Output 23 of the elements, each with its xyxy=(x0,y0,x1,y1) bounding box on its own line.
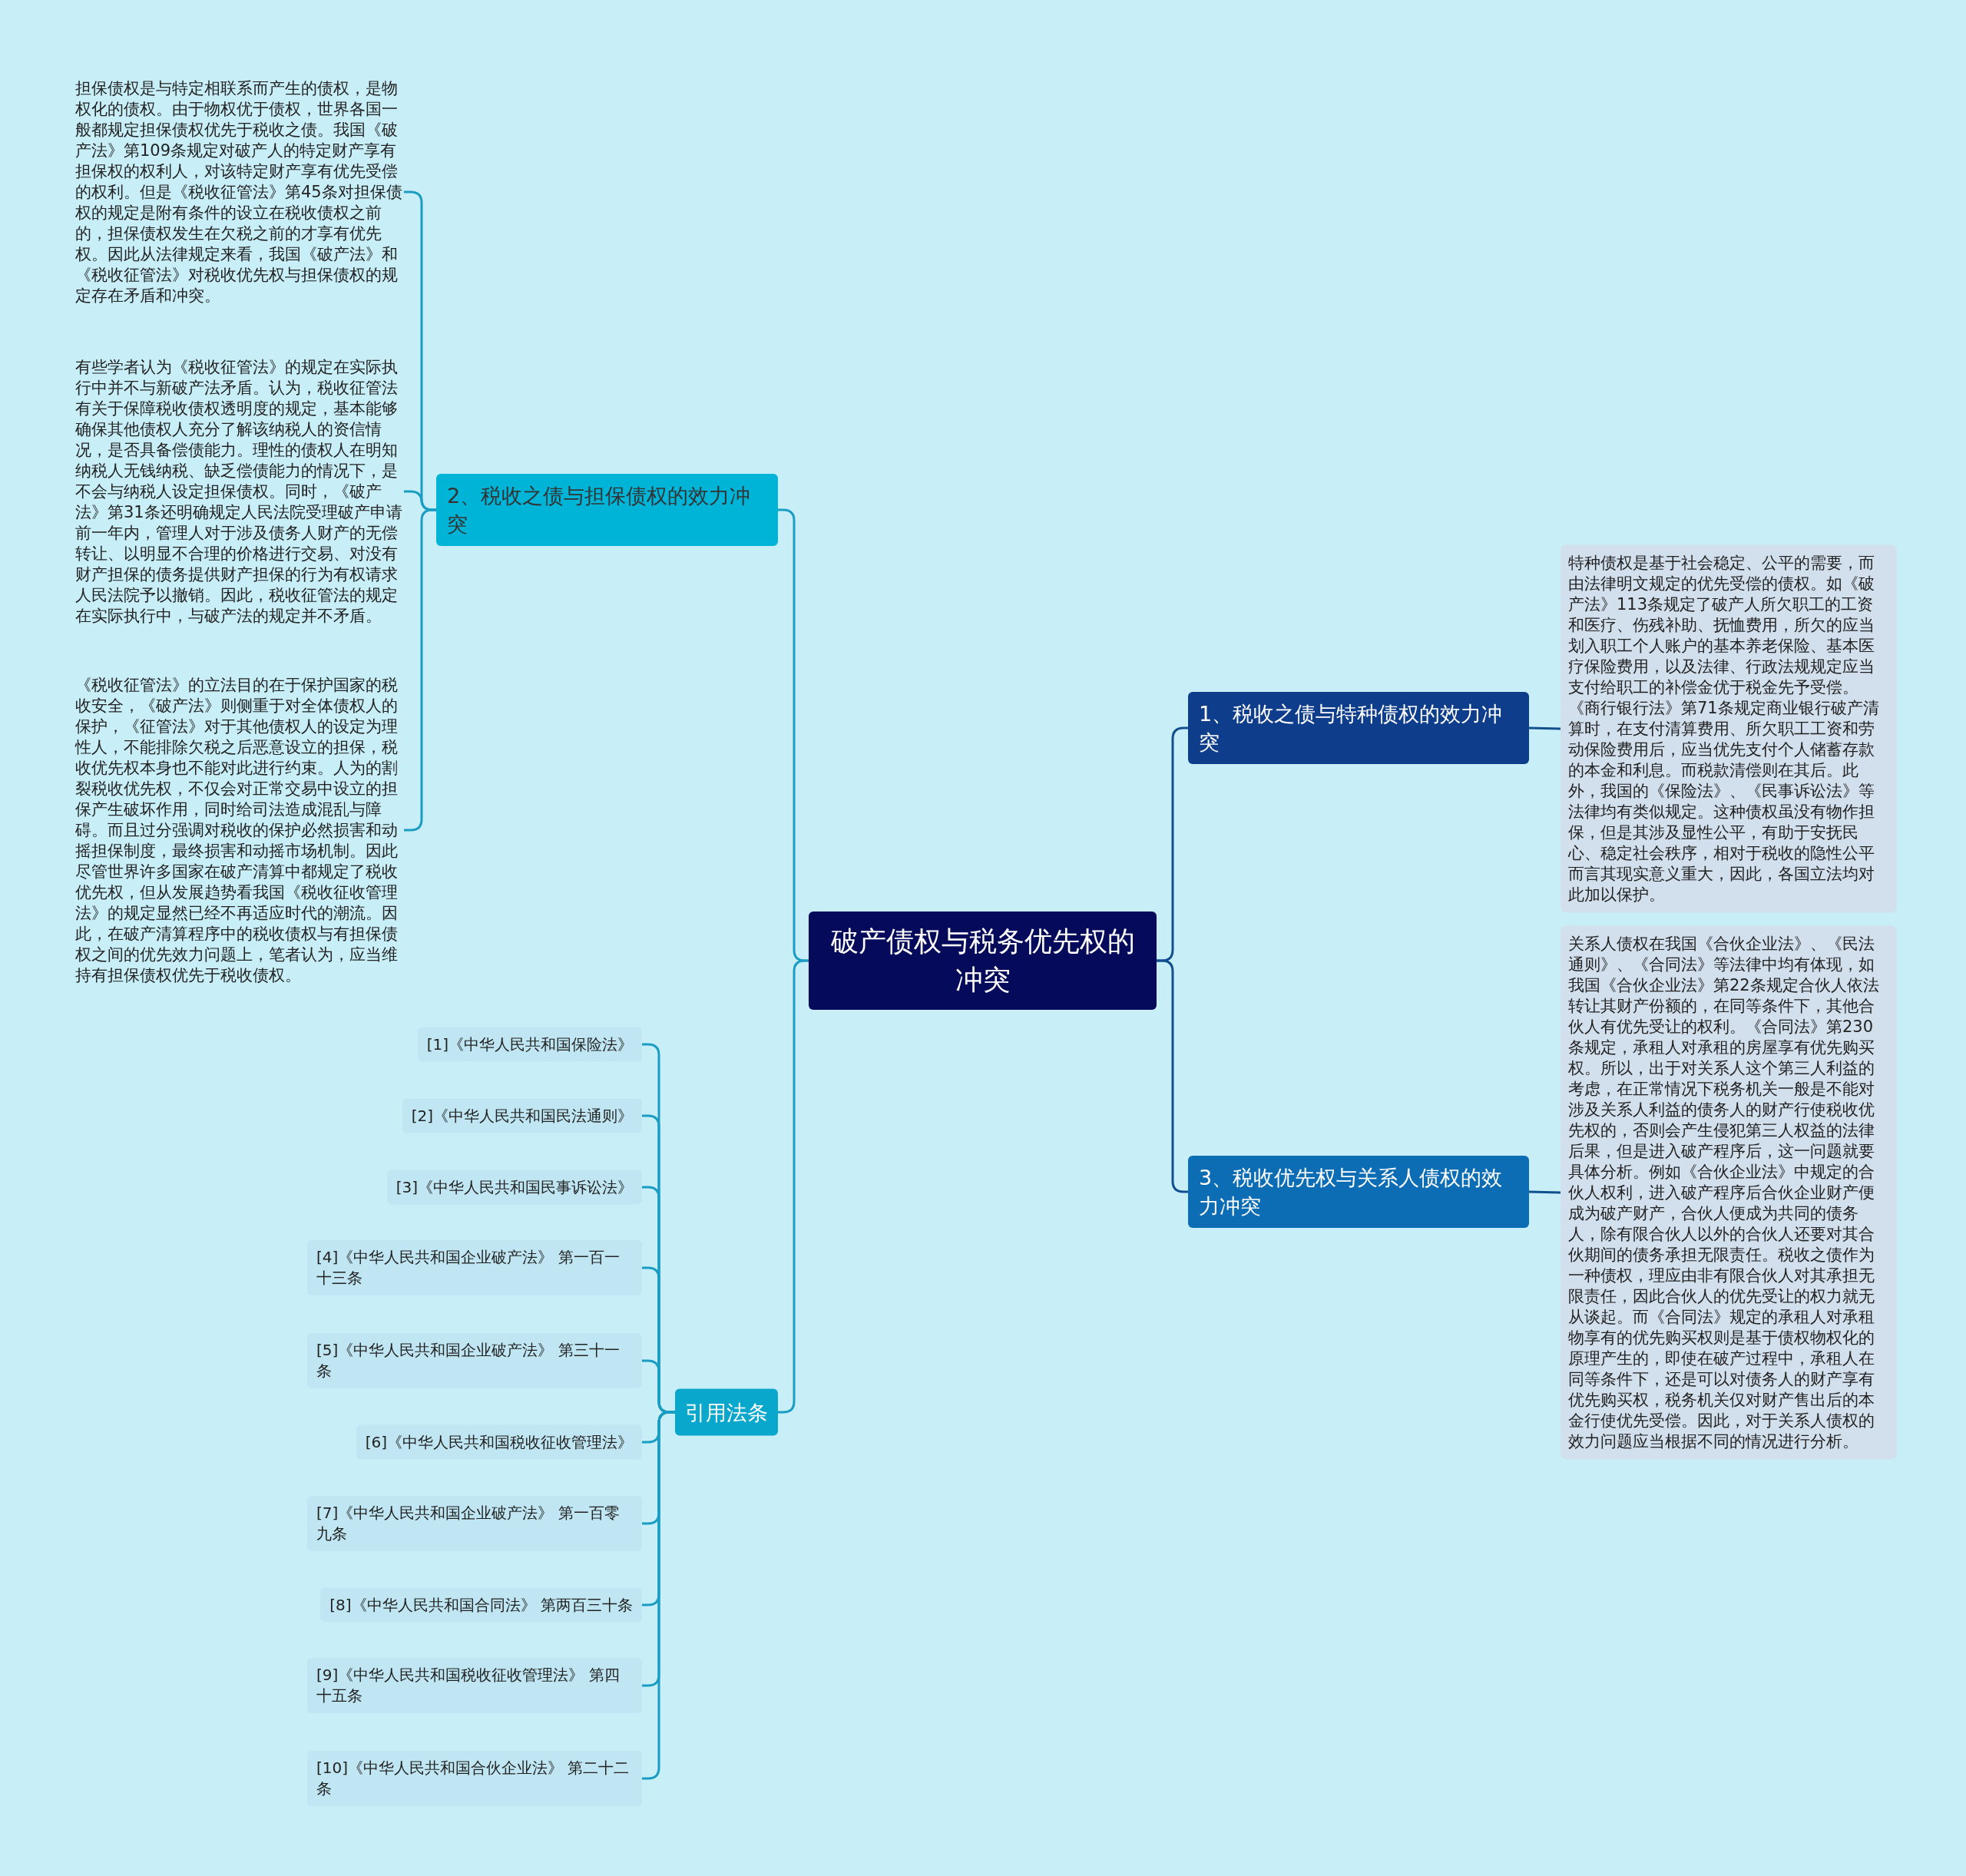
connector xyxy=(642,1411,675,1780)
reference-box: [5]《中华人民共和国企业破产法》 第三十一条 xyxy=(307,1333,642,1388)
reference-box: [7]《中华人民共和国企业破产法》 第一百零九条 xyxy=(307,1496,642,1551)
connector xyxy=(1528,1190,1561,1194)
note-text: 担保债权是与特定相联系而产生的债权，是物权化的债权。由于物权优于债权，世界各国一般都规定担保债权优先于税收之债。我国《破产法》第109条规定对破产人的特定财产享有担保权的权利人，对该特定财产享有优先受偿的权利。但是《税收征管法》第45条对担保债权的规定是附有条件的设立在税收债权之前的，担保债权发生在欠税之前的才享有优先权。因此从法律规定来看，我国《破产法》和《税收征管法》对税收优先权与担保债权的规定存在矛盾和冲突。 xyxy=(75,78,404,306)
note-box: 关系人债权在我国《合伙企业法》、《民法通则》、《合同法》等法律中均有体现，如我国《合伙企业法》第22条规定合伙人依法转让其财产份额的，在同等条件下，其他合伙人有优先受让的权利。《合同法》第230条规定，承租人对承租的房屋享有优先购买权。所以，出于对关系人这个第三人利益的考虑，在正常情况下税务机关一般是不能对涉及关系人利益的债务人的财产行使税收优先权的，否则会产生侵犯第三人权益的法律后果，但是进入破产程序后，这一问题就要具体分析。例如《合伙企业法》中规定的合伙人权利，进入破产程序后合伙企业财产便成为破产财产，合伙人便成为共同的债务人，除有限合伙人以外的合伙人还要对其合伙期间的债务承担无限责任。税收之债作为一种债权，理应由非有限合伙人对其承担无限责任，因此合伙人的优先受让的权力就无从谈起。而《合同法》规定的承租人对承租物享有的优先购买权则是基于债权物权化的原理产生的，即使在破产过程中，承租人在同等条件下，还是可以对债务人的财产享有优先购买权，税务机关仅对财产售出后的本金行使优先受偿。因此，对于关系人债权的效力问题应当根据不同的情况进行分析。 xyxy=(1561,925,1897,1460)
reference-box: [4]《中华人民共和国企业破产法》 第一百一十三条 xyxy=(307,1240,642,1295)
note-box: 特种债权是基于社会稳定、公平的需要，而由法律明文规定的优先受偿的债权。如《破产法》113条规定了破产人所欠职工的工资和医疗、伤残补助、抚恤费用，所欠的应当划入职工个人账户的基本养老保险、基本医疗保险费用，以及法律、行政法规规定应当支付给职工的补偿金优于税金先予受偿。《商行银行法》第71条规定商业银行破产清算时，在支付清算费用、所欠职工工资和劳动保险费用后，应当优先支付个人储蓄存款的本金和利息。而税款清偿则在其后。此外，我国的《保险法》、《民事诉讼法》等法律均有类似规定。这种债权虽没有物作担保，但是其涉及显性公平，有助于安抚民心、稳定社会秩序，相对于税收的隐性公平而言其现实意义重大，因此，各国立法均对此加以保护。 xyxy=(1561,544,1897,913)
reference-box: [10]《中华人民共和国合伙企业法》 第二十二条 xyxy=(307,1751,642,1806)
reference-box: [6]《中华人民共和国税收征收管理法》 xyxy=(356,1424,642,1460)
topic-box: 2、税收之债与担保债权的效力冲突 xyxy=(436,474,778,546)
topic-box: 1、税收之债与特种债权的效力冲突 xyxy=(1188,692,1529,764)
reference-box: [2]《中华人民共和国民法通则》 xyxy=(402,1098,642,1133)
reference-box: [3]《中华人民共和国民事诉讼法》 xyxy=(386,1170,642,1205)
reference-box: [8]《中华人民共和国合同法》 第两百三十条 xyxy=(320,1587,642,1623)
reference-box: [9]《中华人民共和国税收征收管理法》 第四十五条 xyxy=(307,1658,642,1713)
central-topic-box: 破产债权与税务优先权的冲突 xyxy=(809,912,1157,1010)
note-text: 《税收征管法》的立法目的在于保护国家的税收安全，《破产法》则侧重于对全体债权人的保护，《征管法》对于其他债权人的设定为理性人，不能排除欠税之后恶意设立的担保，税收优先权本身也不能对此进行约束。人为的割裂税收优先权，不仅会对正常交易中设立的担保产生破坏作用，同时给司法造成混乱与障碍。而且过分强调对税收的保护必然损害和动摇担保制度，最终损害和动摇市场机制。因此尽管世界许多国家在破产清算中都规定了税收优先权，但从发展趋势看我国《税收征收管理法》的规定显然已经不再适应时代的潮流。因此，在破产清算程序中的税收债权与有担保债权之间的优先效力问题上，笔者认为，应当维持有担保债权优先于税收债权。 xyxy=(75,674,404,986)
connector xyxy=(1528,726,1561,730)
note-text: 有些学者认为《税收征管法》的规定在实际执行中并不与新破产法矛盾。认为，税收征管法有关于保障税收债权透明度的规定，基本能够确保其他债权人充分了解该纳税人的资信情况，是否具备偿债能力。理性的债权人在明知纳税人无钱纳税、缺乏偿债能力的情况下，是不会与纳税人设定担保债权。同时，《破产法》第31条还明确规定人民法院受理破产申请前一年内，管理人对于涉及债务人财产的无偿转让、以明显不合理的价格进行交易、对没有财产担保的债务提供财产担保的行为有权请求人民法院予以撤销。因此，税收征管法的规定在实际执行中，与破产法的规定并不矛盾。 xyxy=(75,356,404,627)
topic-box: 引用法条 xyxy=(675,1388,778,1436)
reference-box: [1]《中华人民共和国保险法》 xyxy=(417,1027,642,1062)
topic-box: 3、税收优先权与关系人债权的效力冲突 xyxy=(1188,1156,1529,1228)
